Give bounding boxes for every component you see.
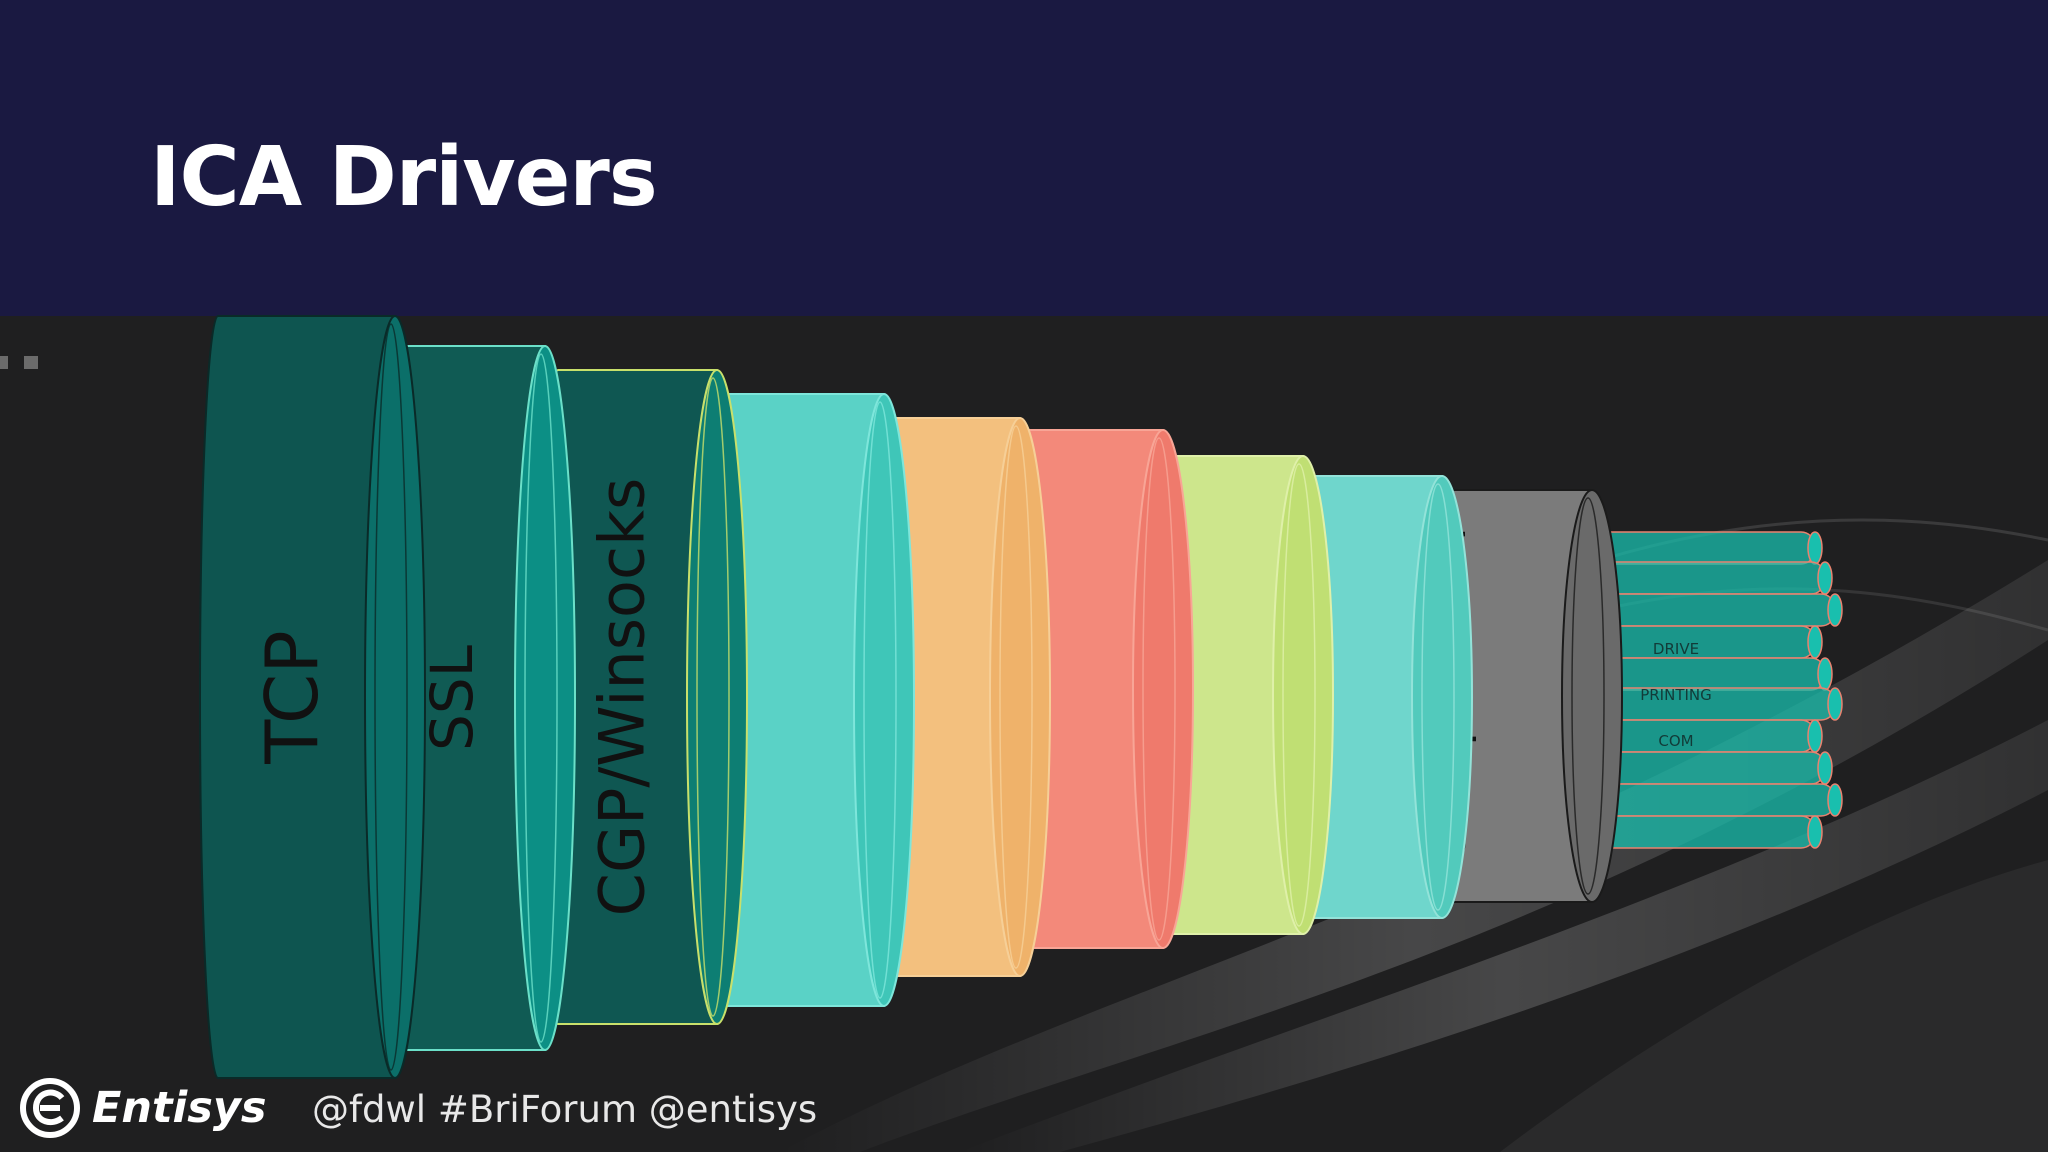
entisys-e-icon xyxy=(20,1078,80,1138)
layer-end-cap xyxy=(1561,489,1623,903)
layer-end-cap xyxy=(989,417,1051,977)
layer-end-cap-inner xyxy=(863,401,897,999)
layer-end-cap xyxy=(514,345,576,1051)
layer-label: SSL xyxy=(418,645,486,751)
virtual-channel-bundle xyxy=(1559,531,1843,849)
layer-end-cap xyxy=(853,393,915,1007)
layer-end-cap-inner xyxy=(1282,463,1316,927)
channel-tube-end xyxy=(1827,593,1843,627)
channel-tube-end xyxy=(1807,531,1823,565)
layer-end-cap-inner xyxy=(374,323,408,1071)
slide-title: ICA Drivers xyxy=(150,130,658,225)
entisys-logo: Entisys xyxy=(18,1073,267,1143)
driver-layers: CompressionWinStationEncryptionFrame dri… xyxy=(199,315,1623,1079)
title-banner xyxy=(0,0,2048,316)
brand-name: Entisys xyxy=(92,1083,267,1133)
layer-end-cap xyxy=(686,369,748,1025)
layer-label: CGP/Winsocks xyxy=(586,478,659,917)
layer-end-cap-inner xyxy=(1142,437,1176,941)
channel-label: DRIVE xyxy=(1653,640,1699,658)
layer-0: TCP xyxy=(199,315,426,1079)
channel-tube-end xyxy=(1817,561,1833,595)
layer-end-cap-inner xyxy=(1571,497,1605,895)
channel-tube-end xyxy=(1807,719,1823,753)
layer-end-cap-inner xyxy=(999,425,1033,969)
channel-tube-end xyxy=(1817,751,1833,785)
layer-end-cap-inner xyxy=(696,377,730,1017)
channel-label: COM xyxy=(1658,732,1693,750)
channel-tube-end xyxy=(1827,783,1843,817)
channel-tube-end xyxy=(1807,625,1823,659)
window-dots xyxy=(0,356,38,369)
channel-tube-end xyxy=(1807,815,1823,849)
layer-end-cap xyxy=(364,315,426,1079)
layer-label: TCP xyxy=(250,630,334,764)
layer-end-cap-inner xyxy=(524,353,558,1043)
layer-3: ICA xyxy=(696,393,915,1007)
layer-end-cap xyxy=(1411,475,1473,919)
social-handles: @fdwl #BriForum @entisys xyxy=(312,1088,818,1131)
layer-end-cap-inner xyxy=(1421,483,1455,911)
layer-end-cap xyxy=(1132,429,1194,949)
virtual-channel-labels: DRIVE PRINTING COM xyxy=(1640,640,1712,750)
layer-end-cap xyxy=(1272,455,1334,935)
channel-label: PRINTING xyxy=(1640,686,1712,704)
channel-tube-end xyxy=(1817,657,1833,691)
layer-2: CGP/Winsocks xyxy=(539,369,748,1025)
channel-tube-end xyxy=(1827,687,1843,721)
